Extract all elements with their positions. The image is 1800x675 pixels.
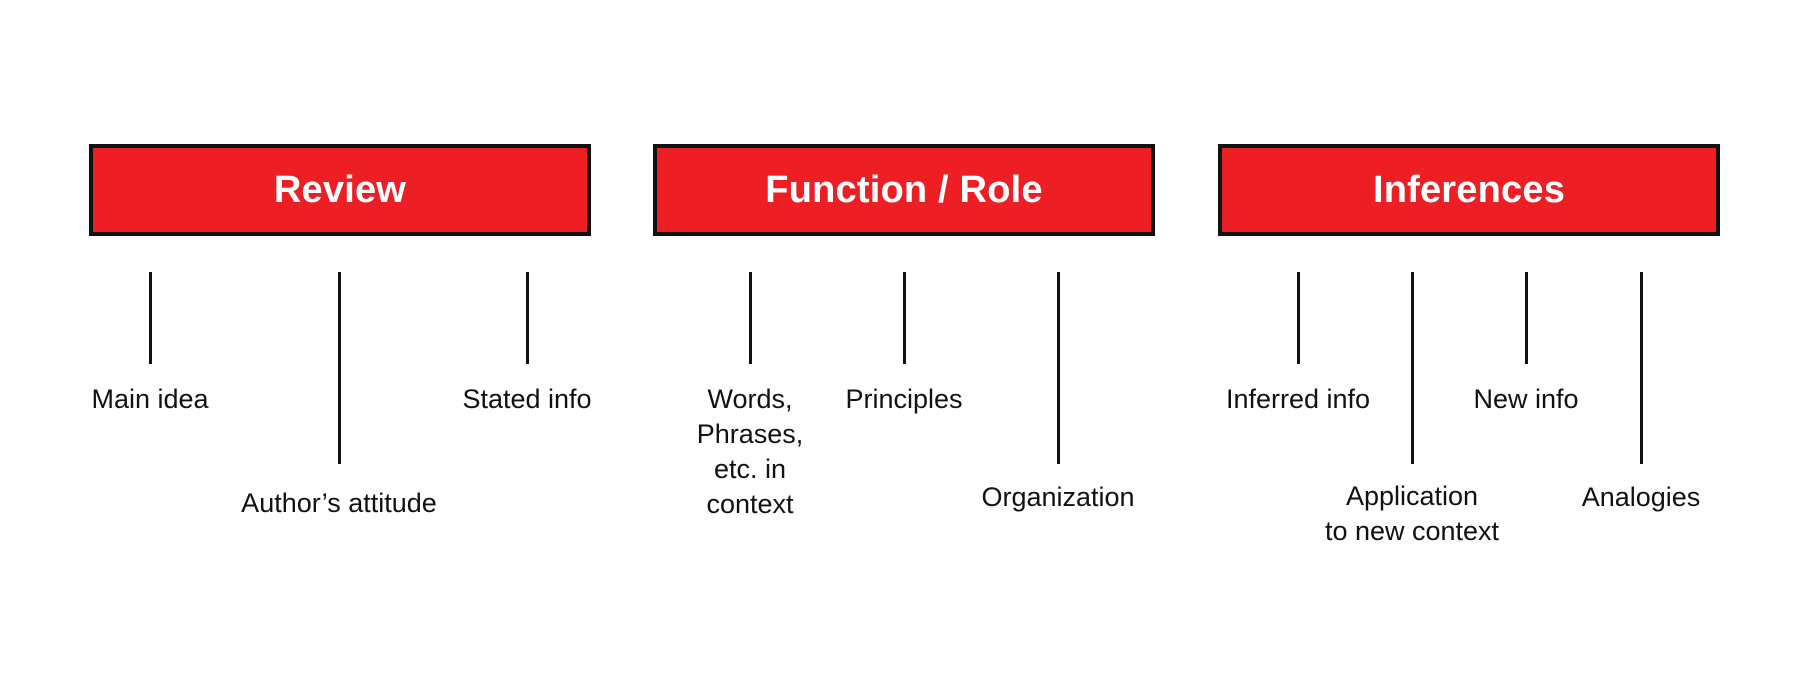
inferences-title: Inferences: [1372, 168, 1566, 211]
inferences-connector-new-info: [1525, 272, 1528, 364]
review-connector-authors-attitude: [338, 272, 341, 464]
inferences-header: Inferences: [1218, 144, 1720, 236]
review-title: Review: [273, 168, 407, 211]
review-header: Review: [89, 144, 591, 236]
function-role-header: Function / Role: [653, 144, 1155, 236]
inferences-connector-inferred-info: [1297, 272, 1300, 364]
inferences-connector-analogies: [1640, 272, 1643, 464]
review-connector-main-idea: [149, 272, 152, 364]
function-connector-organization: [1057, 272, 1060, 464]
label-inferred-info: Inferred info: [1225, 384, 1371, 414]
function-role-title: Function / Role: [765, 168, 1043, 211]
label-organization: Organization: [981, 482, 1135, 512]
label-stated-info: Stated info: [462, 384, 592, 414]
function-connector-principles: [903, 272, 906, 364]
label-application-to-new-context: Application to new context: [1324, 481, 1500, 546]
label-words-phrases-in-context: Words, Phrases, etc. in context: [696, 384, 804, 519]
review-connector-stated-info: [526, 272, 529, 364]
inferences-connector-application: [1411, 272, 1414, 464]
label-authors-attitude: Author’s attitude: [241, 488, 437, 518]
label-main-idea: Main idea: [91, 384, 209, 414]
label-analogies: Analogies: [1581, 482, 1701, 512]
label-new-info: New info: [1473, 384, 1579, 414]
label-principles: Principles: [845, 384, 963, 414]
function-connector-words: [749, 272, 752, 364]
